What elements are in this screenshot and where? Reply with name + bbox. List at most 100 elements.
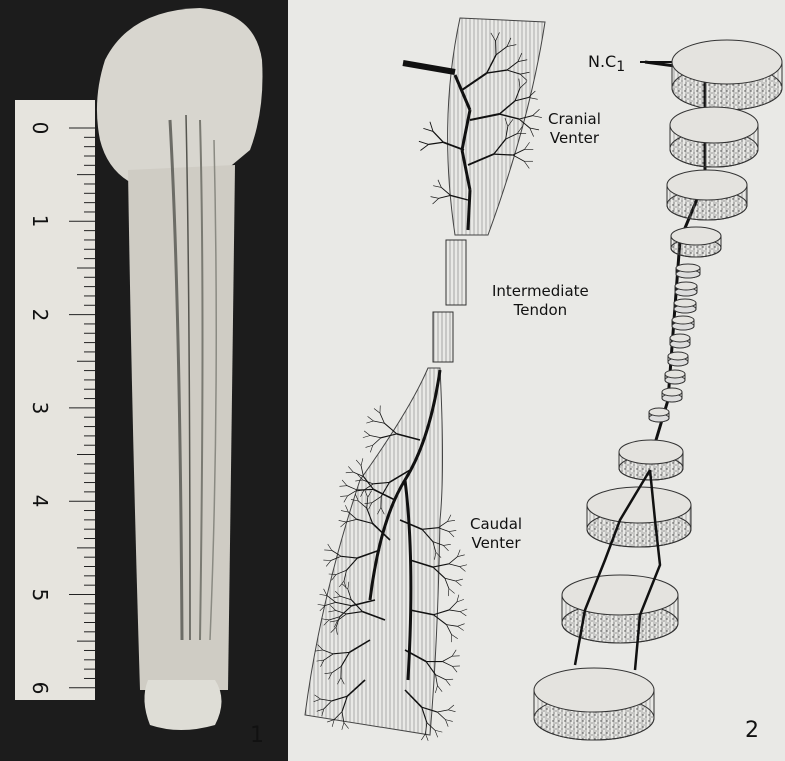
tendon-segment [433,312,453,362]
nerve-branch [421,734,425,740]
label-nerve-subscript: 1 [616,59,625,75]
nerve-branch [341,511,348,513]
nerve-branch [452,666,457,672]
nerve-branch [320,594,327,595]
nerve-branch [318,604,325,605]
label-caudal-line1: Caudal [470,515,522,534]
muscle-cross-section [587,487,691,547]
nerve-branch [366,445,373,447]
nerve-branch [363,435,370,437]
nerve-branch [530,128,539,130]
nerve-branch [447,625,452,635]
nerve-branch [368,416,374,421]
figure-number-1: 1 [250,723,264,748]
nerve-branch [437,712,445,720]
nerve-branch [327,720,334,723]
ruler-tick-label: 6 [28,676,52,700]
nerve-branch [524,142,529,149]
nerve-branch [447,625,458,627]
muscle-cross-section [649,408,669,422]
ruler-tick-label: 5 [28,583,52,607]
nerve-branch [361,466,363,477]
nerve-branch [430,122,433,132]
nerve-branch [435,730,442,732]
nerve-branch [339,520,346,522]
nerve-branch [449,610,460,612]
nerve-branch [449,532,454,537]
nerve-branch [324,589,327,596]
nerve-branch [344,723,349,729]
nerve-branch [530,128,534,137]
nerve-branch [439,195,451,198]
nerve-branch [353,472,363,476]
nerve-branch [328,544,332,550]
nerve-trunk-segment [468,190,470,230]
nerve-branch [431,197,439,199]
label-caudal-line2: Venter [470,534,522,553]
label-caudal-venter: Caudal Venter [470,515,522,553]
nerve-branch [437,710,448,712]
label-cranial-line2: Venter [548,129,601,148]
muscle-cross-section [534,668,654,740]
muscle-cross-section [662,388,682,402]
nerve-branch [344,496,348,503]
nerve-branch [445,720,448,727]
label-intermediate-line1: Intermediate [492,282,589,301]
nerve-branch [457,626,463,630]
muscle-cross-section [672,40,782,110]
nerve-branch [370,435,381,437]
nerve-branch [374,408,380,413]
muscle-cross-section [671,227,721,257]
muscle-cross-section [562,575,678,643]
label-nerve-text: N.C [588,52,616,71]
ruler [15,100,95,700]
figure-1-photo [0,0,288,761]
label-intermediate-tendon: Intermediate Tendon [492,282,589,320]
muscle-cross-section [675,282,697,296]
nerve-branch [356,460,361,466]
nerve-branch [348,466,353,472]
label-cranial-venter: Cranial Venter [548,110,601,148]
muscle-cross-section [676,264,700,278]
nerve-branch [433,131,443,142]
nerve-branch [347,486,357,490]
muscle-cross-section [665,370,685,384]
label-nerve: N.C1 [588,52,625,77]
ruler-tick-label: 3 [28,396,52,420]
nerve-branch [460,612,466,616]
nerve-branch [457,550,460,557]
nerve-branch [374,421,385,423]
nerve-branch [448,515,451,522]
nerve-branch [373,438,381,445]
ruler-tick-label: 4 [28,489,52,513]
specimen-distal-end [144,680,221,730]
nerve-branch [445,578,456,581]
nerve-branch [366,421,373,423]
nerve-branch [452,650,456,656]
nerve-branch [442,662,452,667]
nerve-branch [452,635,458,639]
nerve-branch [460,567,466,572]
ruler-tick-label: 1 [28,209,52,233]
nerve-branch [435,730,438,737]
nerve-branch [445,720,452,722]
nerve-branch [364,431,370,436]
label-intermediate-line2: Tendon [492,301,589,320]
nerve-branch [340,496,348,497]
nerve-branch [449,589,455,594]
nerve-branch [524,161,529,168]
nerve-branch [460,609,467,612]
nerve-branch [332,720,334,727]
ruler-tick-label: 2 [28,303,52,327]
nerve-branch [457,555,464,557]
nerve-branch [457,595,459,602]
nerve-branch [456,579,463,581]
nerve-branch [419,141,429,144]
nerve-branch [420,144,428,150]
nerve-branch [380,413,384,423]
muscle-cross-section [670,107,758,167]
label-cranial-line1: Cranial [548,110,601,129]
nerve-branch [345,505,348,512]
nerve-branch [423,128,433,131]
